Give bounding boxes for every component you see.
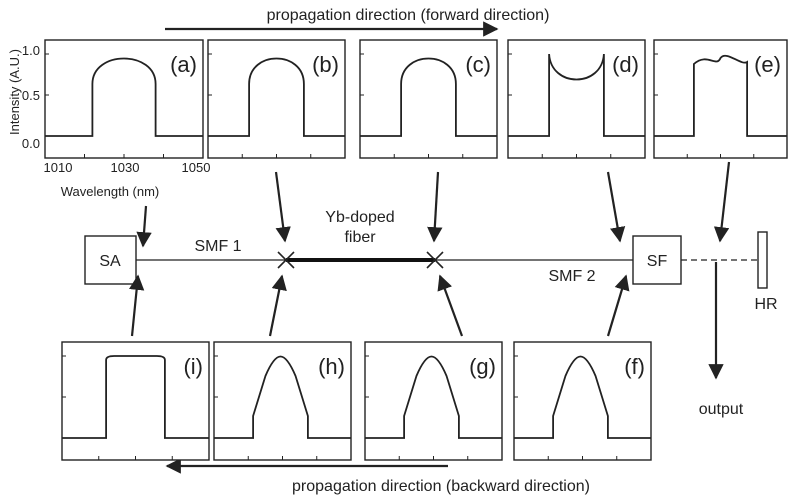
spectrum-curve [208, 57, 345, 137]
panel-frame [359, 39, 498, 159]
smf1-label: SMF 1 [194, 238, 241, 255]
panel-frame [507, 39, 646, 159]
x-axis-label: Wavelength (nm) [61, 184, 160, 199]
spectrum-panel: (a) [44, 39, 204, 159]
panel-label: (g) [469, 354, 496, 379]
pointer-arrow-b [274, 171, 291, 243]
hr-label: HR [754, 296, 777, 313]
panel-label: (d) [612, 52, 639, 77]
spectrum-panel: (i) [61, 341, 210, 461]
spectrum-curve [365, 355, 502, 439]
spectrum-curve [45, 57, 203, 137]
sa-label: SA [99, 253, 121, 270]
high-reflector [757, 231, 768, 289]
panel-frame [44, 39, 204, 159]
yb-doped-label-line2: fiber [344, 229, 376, 246]
spectrum-panel: (c) [359, 39, 498, 159]
panel-label: (f) [624, 354, 645, 379]
spectrum-panel: (b) [207, 39, 346, 159]
panel-label: (c) [465, 52, 491, 77]
spectrum-panel: (e) [653, 39, 788, 159]
spectrum-panel: (f) [513, 341, 652, 461]
splice-point-2 [426, 251, 444, 269]
x-tick-label: 1050 [182, 160, 211, 175]
smf2-label: SMF 2 [548, 268, 595, 285]
panel-frame [364, 341, 503, 461]
spectrum-panels: (a) (b) (c) (d) (e) (f) (g) (h) (i) [44, 39, 788, 461]
pointer-arrow-h [268, 274, 287, 337]
spectrum-curve [508, 53, 645, 137]
sf-label: SF [647, 253, 668, 270]
x-tick-label: 1010 [44, 160, 73, 175]
panel-frame [207, 39, 346, 159]
output-label: output [699, 401, 744, 418]
spectral-filter-box [632, 235, 682, 285]
x-tick-label: 1030 [111, 160, 140, 175]
panel-label: (a) [170, 52, 197, 77]
backward-direction-label: propagation direction (backward directio… [292, 478, 590, 495]
spectrum-curve [360, 57, 497, 137]
pointer-arrow-a [136, 205, 152, 248]
panel-label: (b) [312, 52, 339, 77]
spectrum-curve [214, 355, 351, 439]
y-tick-label: 0.5 [22, 88, 40, 103]
panel-label: (e) [754, 52, 781, 77]
y-tick-label: 0.0 [22, 136, 40, 151]
pointer-arrow-g [437, 274, 464, 337]
panel-frame [213, 341, 352, 461]
spectrum-panel: (h) [213, 341, 352, 461]
pointer-arrow-c [427, 171, 443, 243]
yb-doped-label-line1: Yb-doped [325, 209, 394, 226]
splice-point-1 [277, 251, 295, 269]
pointer-arrow-d [606, 171, 626, 243]
y-axis-label: Intensity (A.U.) [7, 49, 22, 135]
panel-label: (i) [183, 354, 203, 379]
spectrum-curve [62, 355, 209, 439]
forward-direction-label: propagation direction (forward direction… [267, 7, 550, 24]
pointer-arrow-e [713, 161, 731, 243]
spectrum-curve [654, 54, 787, 137]
panel-frame [513, 341, 652, 461]
pointer-arrow-i [128, 274, 145, 337]
y-tick-label: 1.0 [22, 43, 40, 58]
spectrum-curve [514, 355, 651, 439]
spectrum-panel: (d) [507, 39, 646, 159]
spectrum-panel: (g) [364, 341, 503, 461]
panel-label: (h) [318, 354, 345, 379]
pointer-arrow-f [606, 274, 630, 337]
saturable-absorber-box [84, 235, 137, 285]
